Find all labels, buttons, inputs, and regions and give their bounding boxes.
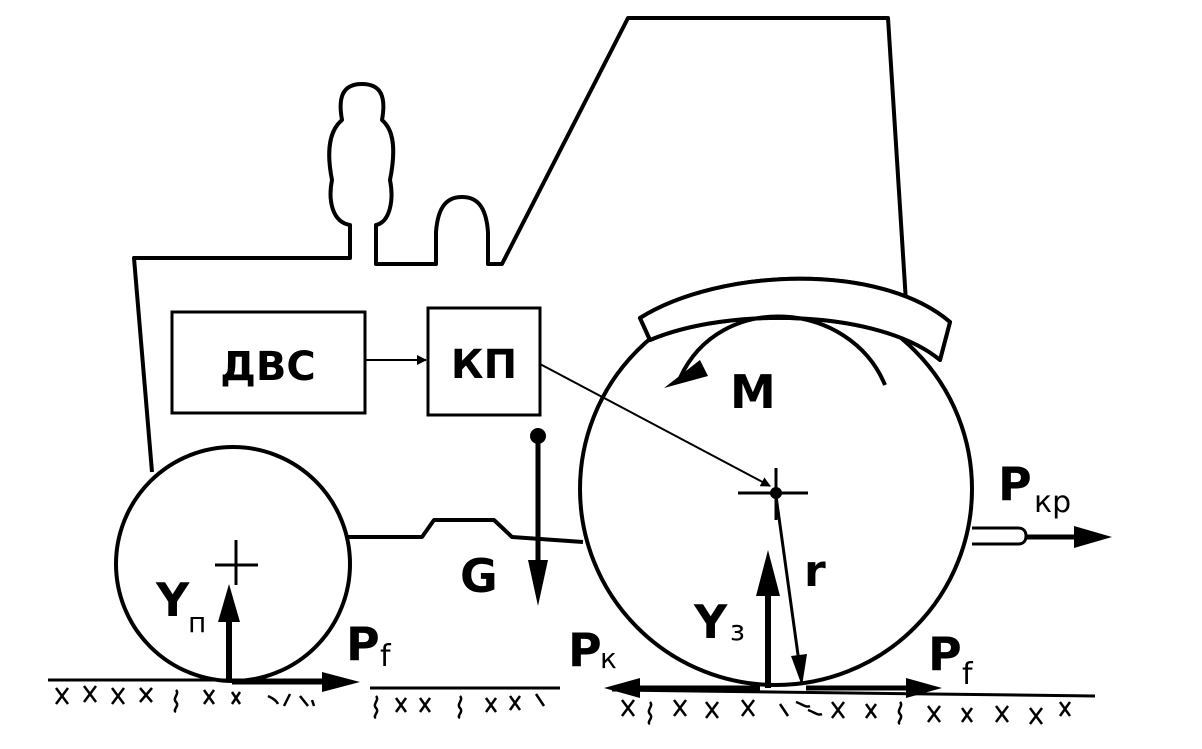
radius-label: r <box>804 546 826 597</box>
radius-arrowhead <box>791 654 807 686</box>
center-of-gravity <box>530 428 546 444</box>
rear-axle-center <box>738 468 808 520</box>
rear-reaction-subscript: з <box>730 614 745 647</box>
front-axle-center <box>215 540 258 585</box>
rear-rolling-label: P <box>928 627 962 681</box>
traction-force-arrowhead <box>604 678 640 698</box>
front-reaction-subscript: п <box>188 606 206 639</box>
rear-reaction-arrowhead <box>756 550 780 596</box>
front-rolling-arrowhead <box>322 672 360 692</box>
gearbox-box <box>426 306 542 417</box>
tractor-body-outline <box>132 16 908 473</box>
front-rolling-subscript: f <box>380 639 392 674</box>
engine-box-label: ДВС <box>220 344 315 390</box>
gravity-label: G <box>460 549 498 603</box>
moment-arc <box>678 314 887 386</box>
moment-arrowhead <box>664 360 708 388</box>
rear-rolling-subscript: f <box>962 657 974 692</box>
front-rolling-label: P <box>346 617 380 671</box>
engine-box <box>170 310 367 415</box>
gearbox-box-label: КП <box>451 342 517 388</box>
drawbar-hitch <box>972 526 1028 546</box>
ground-surface <box>48 678 1096 698</box>
rear-fender-top <box>638 276 952 362</box>
front-reaction-arrowhead <box>218 584 240 622</box>
drawbar-force-label: P <box>998 457 1032 511</box>
tractor-frame <box>348 518 584 544</box>
radius-line <box>774 495 801 663</box>
traction-force-label: P <box>568 623 602 677</box>
ground-hatching <box>55 685 1072 726</box>
moment-label: M <box>730 365 776 419</box>
front-reaction-label: Y <box>155 573 190 627</box>
gearbox-to-axle-arrow <box>539 363 771 487</box>
gravity-arrowhead <box>528 560 548 606</box>
drawbar-force-arrowhead <box>1074 526 1112 548</box>
traction-force-subscript: к <box>600 642 617 675</box>
rear-reaction-label: Y <box>693 595 728 649</box>
drawbar-force-subscript: кр <box>1034 485 1071 520</box>
